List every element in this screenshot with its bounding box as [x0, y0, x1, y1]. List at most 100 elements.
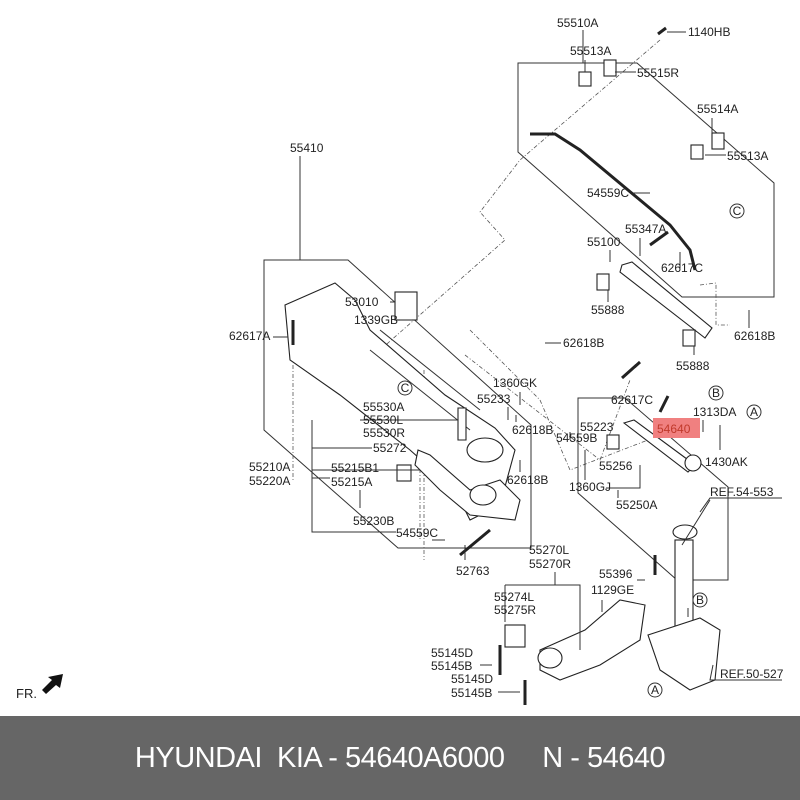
part-label[interactable]: 55145D: [451, 672, 493, 686]
dash-line: [469, 329, 701, 471]
part-label[interactable]: 55223: [580, 420, 614, 434]
crossmember-detail: [369, 329, 481, 431]
ref-marker-b: B: [692, 592, 708, 608]
part-label[interactable]: 62618B: [563, 336, 604, 350]
part-label[interactable]: 55510A: [557, 16, 598, 30]
part-label[interactable]: 55515R: [637, 66, 679, 80]
part-label[interactable]: 55513A: [727, 149, 768, 163]
part-label[interactable]: 55210A: [249, 460, 290, 474]
part-label[interactable]: 62618B: [734, 329, 775, 343]
bushing-55215: [396, 464, 412, 482]
bushing: [578, 71, 592, 87]
part-label[interactable]: 62617C: [611, 393, 653, 407]
part-label[interactable]: 55220A: [249, 474, 290, 488]
part-label[interactable]: 54559B: [556, 431, 597, 445]
part-label[interactable]: 55410: [290, 141, 324, 155]
bracket: [711, 132, 725, 150]
part-label[interactable]: 55530L: [363, 413, 403, 427]
spring-pad: [469, 484, 497, 506]
lower-arm-55210A: [414, 449, 521, 521]
bracket: [603, 59, 617, 77]
svg-text:C: C: [401, 381, 410, 395]
dash-line: [379, 39, 661, 351]
group-box-upper-arm: [577, 397, 729, 581]
part-label[interactable]: 55145D: [431, 646, 473, 660]
part-label[interactable]: 55274L: [494, 590, 534, 604]
part-number-text: HYUNDAI KIA - 54640A6000 N - 54640: [134, 741, 666, 774]
ref-marker-b: B: [708, 385, 724, 401]
part-label[interactable]: 62617C: [661, 261, 703, 275]
part-label[interactable]: 55275R: [494, 603, 536, 617]
knuckle: [647, 617, 721, 691]
bolt: [658, 395, 670, 413]
bracket-53010: [394, 291, 418, 321]
part-label[interactable]: 55530A: [363, 400, 404, 414]
ref-marker-c: C: [397, 380, 413, 396]
part-label[interactable]: 55256: [599, 459, 633, 473]
part-label[interactable]: 53010: [345, 295, 379, 309]
svg-text:B: B: [712, 386, 720, 400]
part-label[interactable]: 55250A: [616, 498, 657, 512]
bolt: [649, 230, 669, 247]
part-label[interactable]: 1430AK: [705, 455, 748, 469]
part-label[interactable]: 55215A: [331, 475, 372, 489]
ref-label[interactable]: REF.50-527: [720, 667, 784, 681]
part-label[interactable]: 1140HB: [688, 25, 730, 39]
ball-joint: [684, 454, 702, 472]
part-label-highlighted[interactable]: 54640: [657, 422, 691, 436]
part-label[interactable]: 55230B: [353, 514, 394, 528]
part-label[interactable]: 1339GB: [354, 313, 398, 327]
svg-text:A: A: [750, 405, 758, 419]
part-label[interactable]: 55396: [599, 567, 633, 581]
dash-line: [464, 354, 631, 461]
part-label[interactable]: 55233: [477, 392, 511, 406]
part-label[interactable]: 62618B: [512, 423, 553, 437]
part-label[interactable]: 55272: [373, 441, 407, 455]
bolt: [621, 360, 641, 380]
bolt: [657, 26, 667, 36]
bushing-55888: [682, 329, 696, 347]
part-label[interactable]: 55270L: [529, 543, 569, 557]
bushing-55888: [596, 273, 610, 291]
part-label[interactable]: 55513A: [570, 44, 611, 58]
part-label[interactable]: 1129GE: [591, 583, 634, 597]
front-arrow-icon: [42, 674, 63, 694]
bushing: [690, 144, 704, 160]
ref-marker-a: A: [647, 682, 663, 698]
front-marker: FR.: [16, 674, 63, 701]
part-label[interactable]: 55888: [676, 359, 710, 373]
stabilizer-bar: [530, 132, 697, 271]
dash-line: [699, 282, 730, 326]
group-box-stabilizer: [517, 62, 775, 298]
ref-label[interactable]: REF.54-553: [710, 485, 774, 499]
bushing-55274: [504, 624, 526, 648]
part-label[interactable]: 1360GK: [493, 376, 537, 390]
leader-lines: [273, 30, 782, 693]
part-label[interactable]: 55347A: [625, 222, 666, 236]
part-label[interactable]: 55145B: [431, 659, 472, 673]
part-label[interactable]: 55270R: [529, 557, 571, 571]
part-label[interactable]: 1360GJ: [569, 480, 611, 494]
shock-absorber: [674, 539, 694, 631]
part-label[interactable]: 55514A: [697, 102, 738, 116]
part-label[interactable]: 54559C: [587, 186, 629, 200]
part-label[interactable]: 55100: [587, 235, 621, 249]
part-label[interactable]: 62618B: [507, 473, 548, 487]
arm-eye: [537, 647, 563, 669]
part-label[interactable]: 55215B1: [331, 461, 379, 475]
part-label[interactable]: 52763: [456, 564, 490, 578]
svg-text:C: C: [733, 204, 742, 218]
part-number-banner: HYUNDAI KIA - 54640A6000 N - 54640: [0, 716, 800, 800]
part-label[interactable]: 54559C: [396, 526, 438, 540]
part-label[interactable]: 55530R: [363, 426, 405, 440]
part-label[interactable]: 1313DA: [693, 405, 736, 419]
spring-seat: [466, 437, 504, 463]
part-label[interactable]: 55888: [591, 303, 625, 317]
trailing-arm-55270: [539, 599, 646, 681]
group-box-crossmember: [263, 259, 532, 549]
part-label[interactable]: 62617A: [229, 329, 270, 343]
ref-marker-c: C: [729, 203, 745, 219]
strut-mount: [672, 524, 698, 540]
highlight-box: [653, 418, 700, 438]
part-label[interactable]: 55145B: [451, 686, 492, 700]
